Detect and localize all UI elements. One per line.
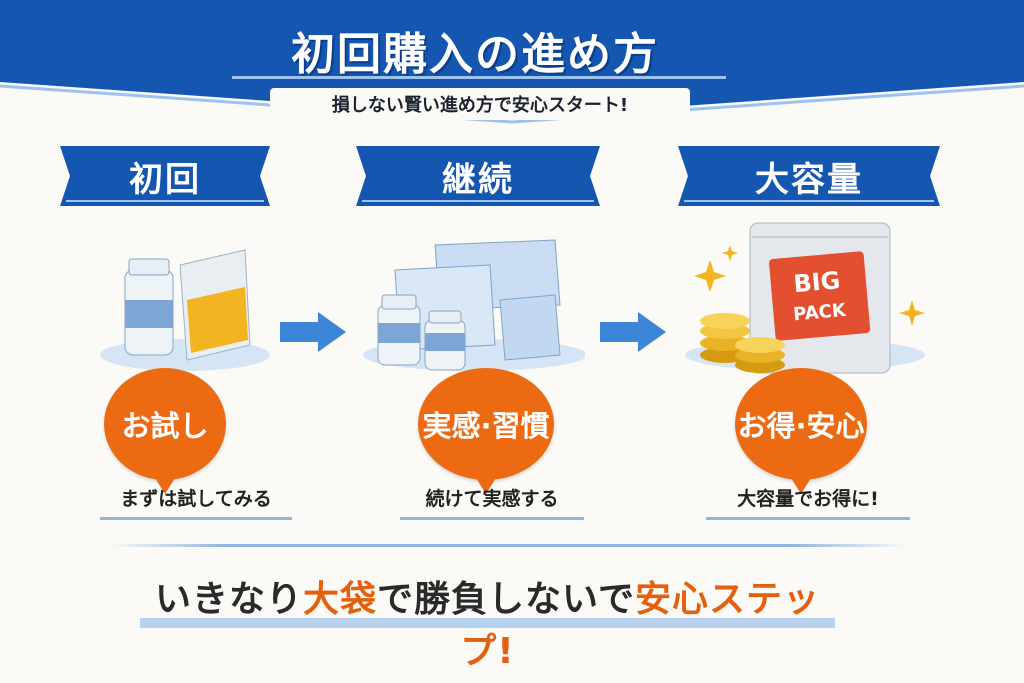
step-badge: 実感·習慣 (418, 368, 554, 494)
page-title: 初回購入の進め方 (291, 29, 659, 80)
pack-text-big: BIG (792, 266, 841, 298)
step-caption: 大容量でお得に! (706, 484, 910, 520)
slogan-underline (140, 618, 835, 628)
slogan-text: いきなり (155, 579, 304, 620)
arrow-right-icon (280, 312, 346, 352)
trial-products-illustration (100, 249, 270, 371)
big-pack-illustration: BIG PACK (685, 222, 925, 374)
slogan-text: で勝負しないで (377, 579, 635, 620)
header-band (0, 0, 1024, 124)
badge-text: 実感·習慣 (422, 409, 550, 443)
bottom-slogan: いきなり大袋で勝負しないで安心ステップ! (140, 570, 835, 674)
sparkle-icon (722, 245, 738, 261)
step-label: 大容量 (755, 159, 863, 200)
badge-text: お得·安心 (737, 409, 865, 443)
step-ribbon-first: 初回 (60, 146, 270, 206)
badge-text: お試し (121, 409, 209, 443)
continue-products-illustration (363, 239, 585, 371)
sparkle-icon (694, 260, 726, 292)
section-divider (108, 544, 908, 547)
step-caption: まずは試してみる (100, 484, 292, 520)
slogan-highlight: 安心ステップ! (460, 579, 820, 672)
arrow-right-icon (600, 312, 666, 352)
step-label: 継続 (442, 159, 514, 200)
coin-stack-icon (700, 313, 785, 373)
step-caption: 続けて実感する (400, 484, 584, 520)
sparkle-icon (899, 300, 925, 326)
step-badge: お試し (104, 368, 226, 494)
step-badge: お得·安心 (735, 368, 867, 494)
title-underline (232, 76, 726, 79)
step-ribbon-bulk: 大容量 (678, 146, 940, 206)
pack-text-pack: PACK (792, 300, 847, 326)
step-ribbon-continue: 継続 (356, 146, 600, 206)
slogan-highlight: 大袋 (303, 579, 378, 620)
page-subtitle: 損しない賢い進め方で安心スタート! (270, 88, 690, 120)
step-label: 初回 (129, 159, 201, 200)
